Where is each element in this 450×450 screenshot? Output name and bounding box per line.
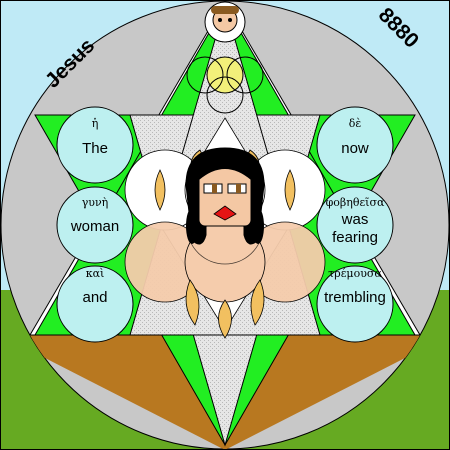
word-5-greek: φοβηθεῖσα: [326, 196, 385, 209]
pupil-left: [212, 184, 217, 193]
word-5-english: was: [341, 211, 369, 228]
petal-center-low: [218, 299, 232, 339]
top-hair: [211, 6, 239, 14]
word-1-english: The: [82, 140, 108, 157]
petal-right-2: [250, 279, 265, 326]
word-4-greek: δὲ: [349, 117, 362, 130]
petal-left-2: [185, 279, 200, 326]
word-circle-3: καὶ and: [56, 265, 134, 343]
word-circle-5: φοβηθεῖσα was fearing: [316, 186, 394, 264]
word-1-greek: ἡ: [92, 117, 99, 130]
word-2-english: woman: [70, 218, 119, 235]
petal-right-1: [284, 169, 296, 211]
top-vesica-left: [186, 56, 224, 94]
top-body-gold: [206, 56, 244, 94]
word-circle-4: δὲ now: [316, 106, 394, 184]
word-6-english: trembling: [324, 289, 386, 306]
word-circle-1: ἡ The: [56, 106, 134, 184]
word-3-greek: καὶ: [86, 267, 105, 280]
mouth: [213, 205, 237, 221]
word-5-english-line2: fearing: [332, 229, 378, 246]
pupil-right: [236, 184, 241, 193]
petal-left-1: [154, 169, 166, 211]
word-circle-6: τρέμουσα trembling: [316, 265, 394, 343]
top-eye-left: [218, 18, 222, 22]
top-vesica-lower: [206, 76, 244, 114]
top-vesica-right: [226, 56, 264, 94]
word-4-english: now: [341, 140, 369, 157]
word-3-english: and: [82, 289, 107, 306]
word-2-greek: γυνὴ: [82, 196, 109, 209]
word-6-greek: τρέμουσα: [328, 267, 382, 280]
hair-fringe: [199, 160, 251, 180]
top-eye-right: [228, 18, 232, 22]
hair-curl-right: [252, 208, 264, 244]
hair-curl-left: [186, 208, 198, 244]
word-circle-2: γυνὴ woman: [56, 186, 134, 264]
